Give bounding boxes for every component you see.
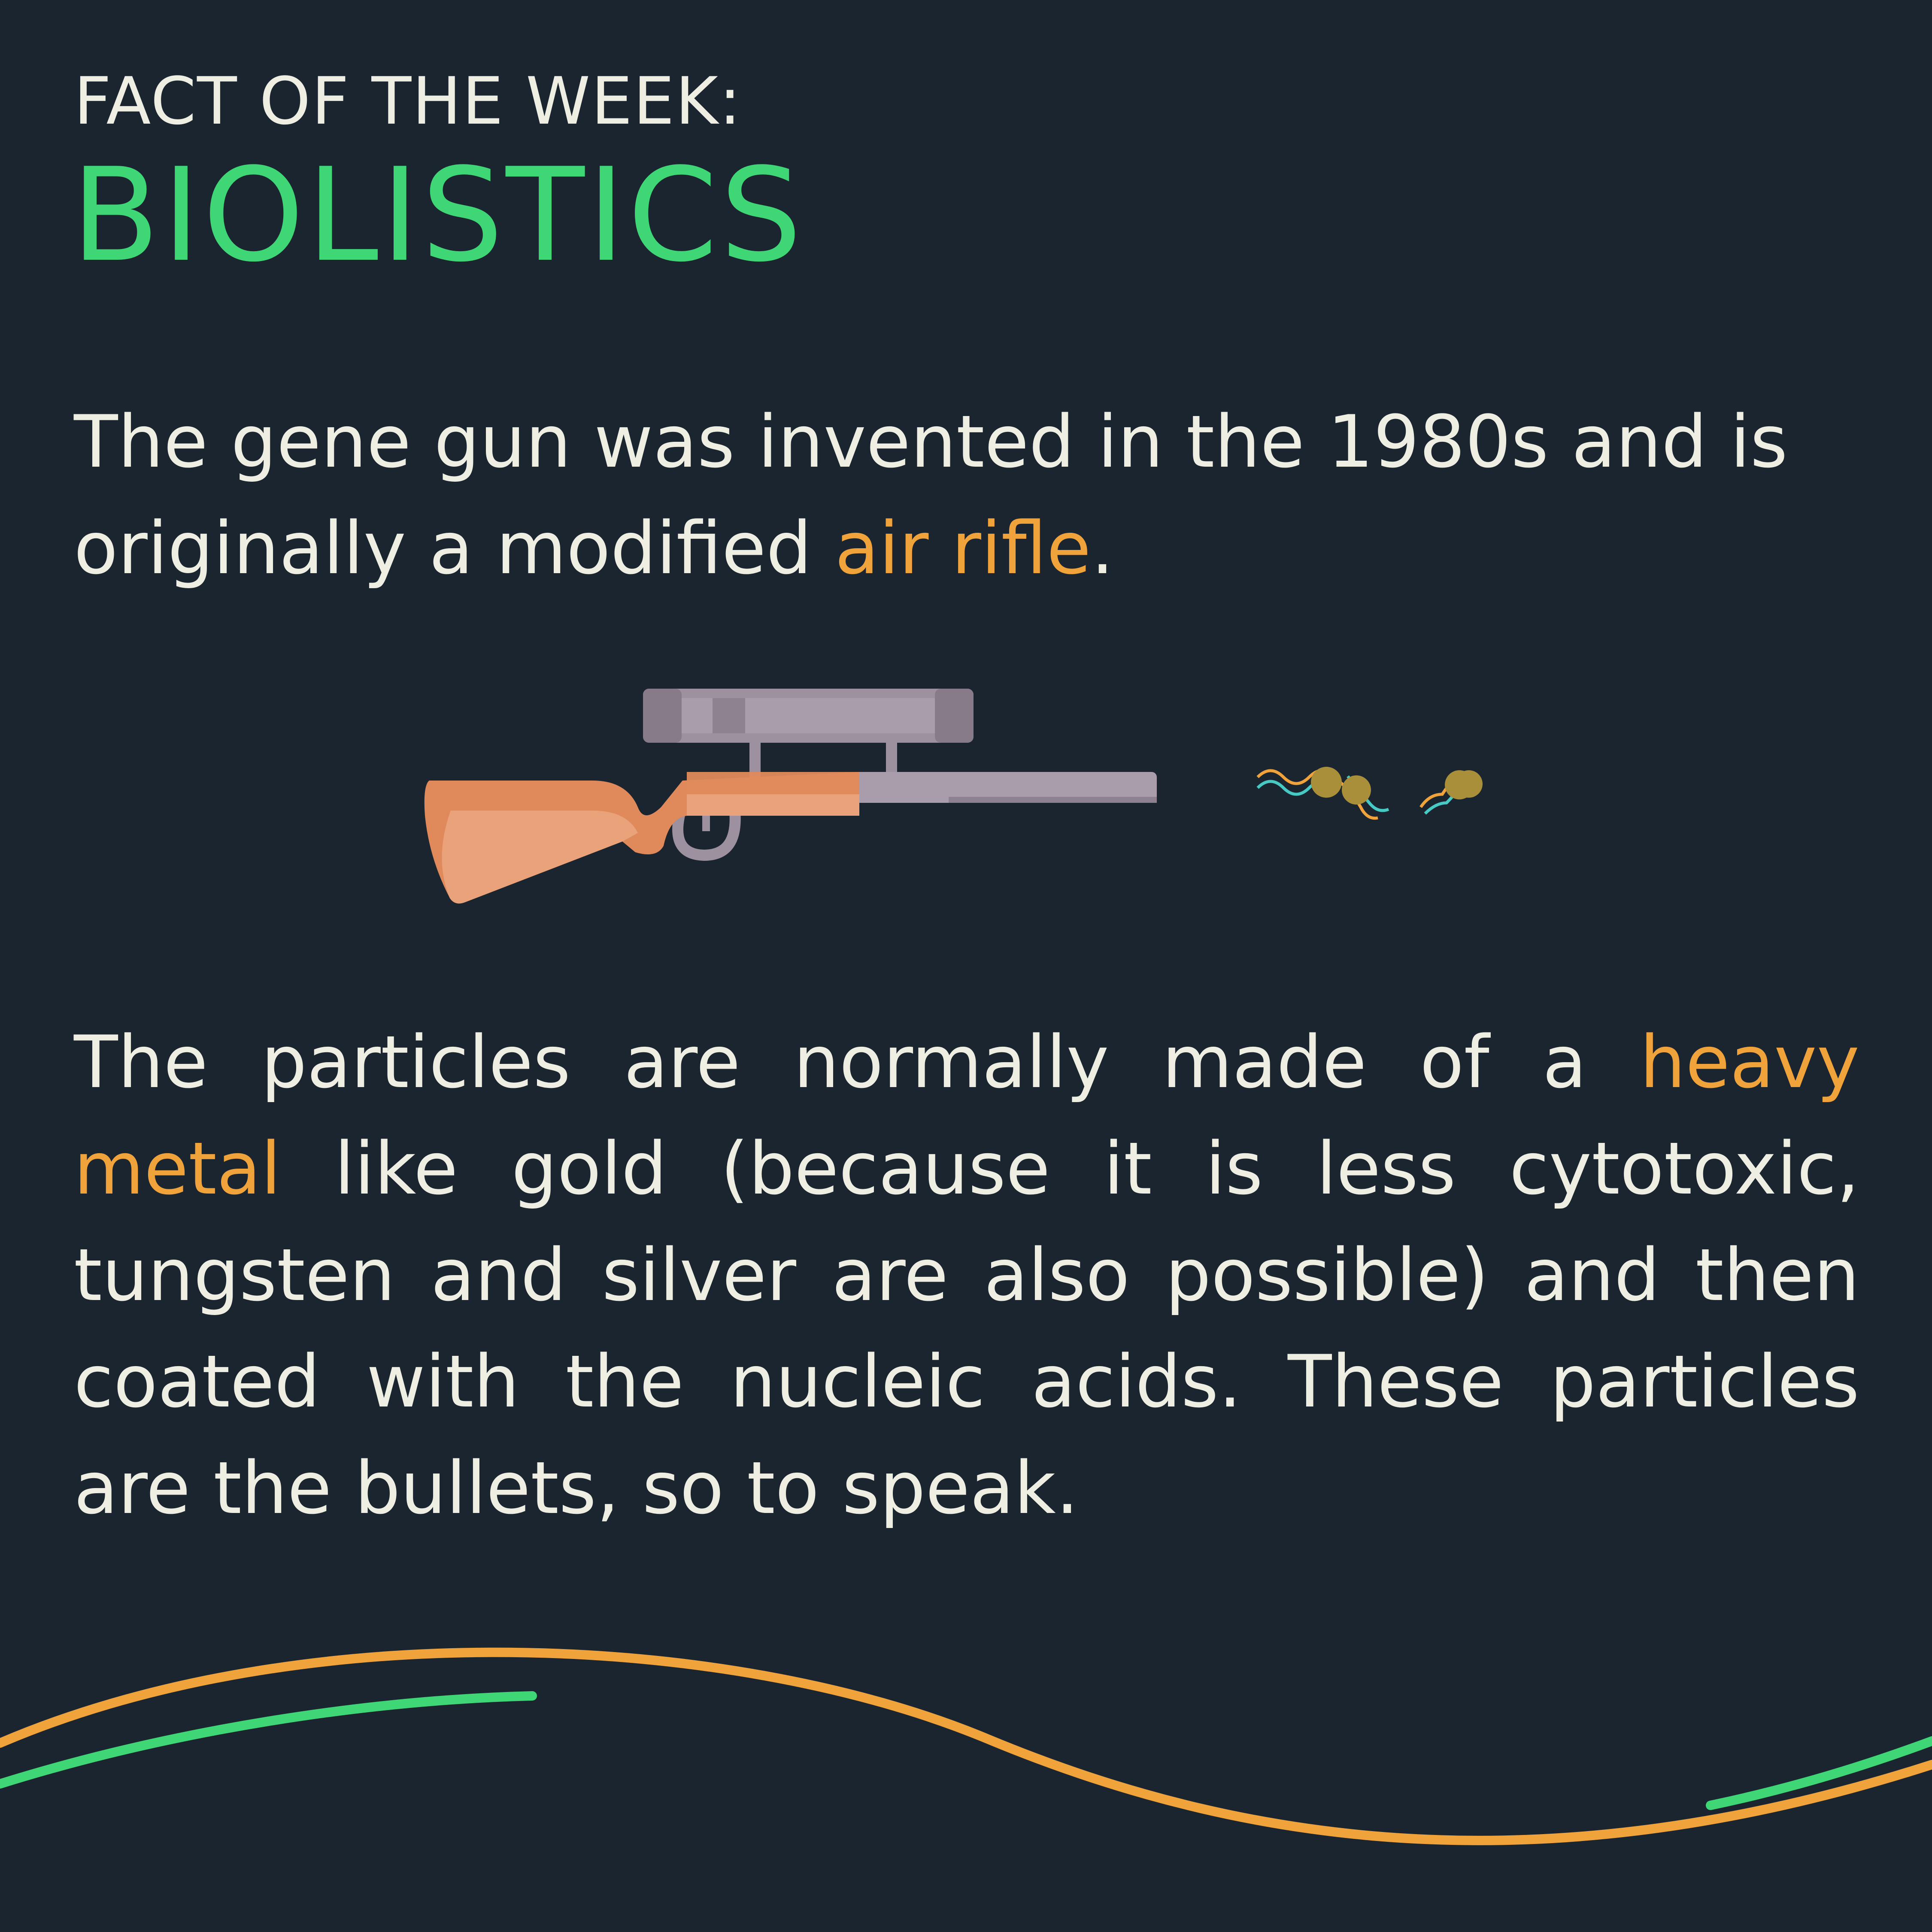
fact-1-highlight: air rifle	[834, 506, 1091, 590]
rifle-icon	[424, 689, 1157, 904]
dna-coated-gold-particles-icon	[1256, 767, 1483, 820]
fact-1-tail: .	[1091, 506, 1114, 590]
page-title: BIOLISTICS	[71, 140, 805, 290]
fact-1-text: The gene gun was invented in the 1980s a…	[74, 400, 1788, 590]
fact-2-text: The particles are normally made of a	[74, 1020, 1640, 1104]
decorative-waves	[0, 1647, 1932, 1845]
fact-paragraph-2: The particles are normally made of a hea…	[74, 1009, 1859, 1541]
fact-paragraph-1: The gene gun was invented in the 1980s a…	[74, 389, 1859, 601]
kicker-label: FACT OF THE WEEK:	[74, 63, 742, 139]
fact-2-tail: like gold (because it is less cytotoxic,…	[74, 1127, 1859, 1530]
fact-2-highlight: heavy metal	[74, 1020, 1859, 1211]
